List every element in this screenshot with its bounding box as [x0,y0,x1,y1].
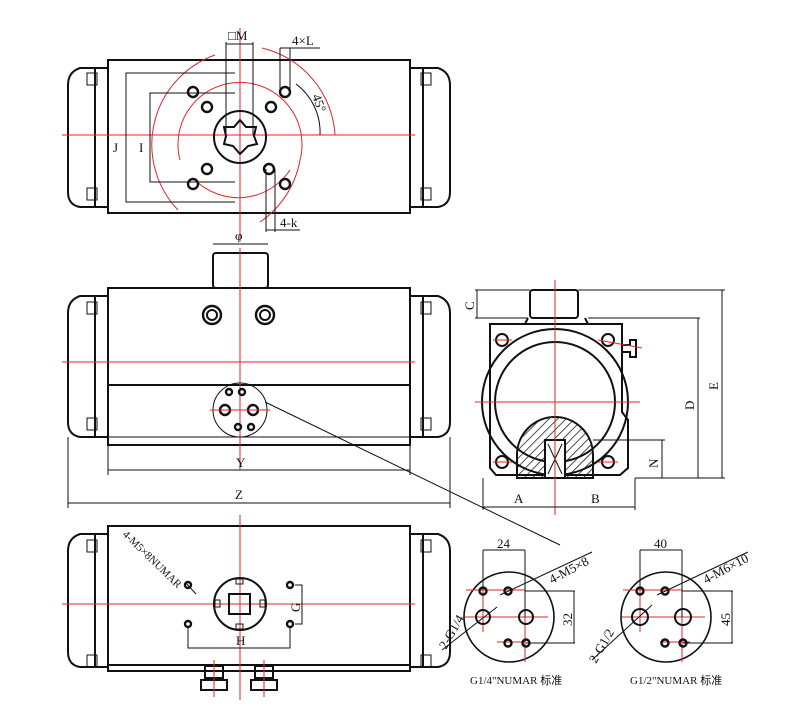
top-view: □M 4×L 45° J I 4-k φ [62,28,451,243]
g-dimension-label: G [288,603,303,612]
air-fitting [200,660,278,697]
side-view: C D E N A B [462,280,725,515]
detail-thread-label: 4-M6×10 [700,550,751,586]
detail-port-label: 2-G1/4 [436,612,468,652]
shaft-square-label: □M [228,28,248,43]
i-label: I [139,140,143,155]
a-dimension-label: A [514,491,524,506]
detail-height-dim: 32 [560,613,575,626]
detail-caption: G1/2"NUMAR 标准 [630,673,722,687]
detail-height-dim: 45 [718,613,733,626]
inner-hole-label: 4-k [280,215,298,230]
detail-g1-2: 40 4-M6×10 2-G1/2 45 G1/2"NUMAR 标准 [586,536,751,687]
detail-width-dim: 40 [654,536,667,551]
detail-caption: G1/4"NUMAR 标准 [470,673,562,687]
detail-thread-label: 4-M5×8 [546,553,591,586]
bottom-thread-label: 4-M5×8NUMAR [120,529,184,592]
bottom-view: 4-M5×8NUMAR G H [62,515,451,700]
front-view: Y Z [62,243,561,546]
j-label: J [113,140,118,155]
e-dimension-label: E [706,382,721,390]
detail-g1-4: 24 4-M5×8 2-G1/4 32 G1/4"NUMAR 标准 [436,536,593,687]
d-dimension-label: D [682,401,697,410]
hole-count-label: 4×L [292,33,314,48]
c-dimension-label: C [462,301,477,310]
angle-label: 45° [309,92,329,114]
z-dimension-label: Z [235,487,243,502]
b-dimension-label: B [591,491,600,506]
detail-width-dim: 24 [497,536,511,551]
diameter-label: φ [235,228,243,243]
n-dimension-label: N [646,458,661,468]
h-dimension-label: H [236,633,245,648]
y-dimension-label: Y [236,455,246,470]
detail-port-label: 2-G1/2 [586,626,617,665]
